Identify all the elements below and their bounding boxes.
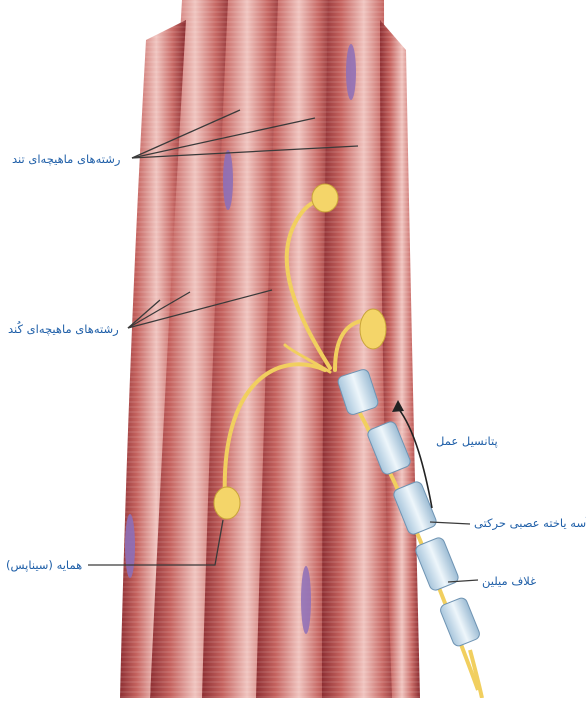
label-synapse: همایه (سیناپس)	[6, 558, 82, 572]
label-slow-fibers: رشته‌های ماهیچه‌ای کُند	[8, 322, 119, 336]
label-action-potential: پتانسیل عمل	[436, 434, 498, 448]
label-fast-fibers: رشته‌های ماهیچه‌ای تند	[12, 152, 120, 166]
myelin-segment	[439, 596, 481, 647]
label-myelin: غلاف میلین	[482, 574, 536, 588]
label-motor-axon: آسه یاخته عصبی حرکتی	[474, 516, 586, 530]
nucleus	[301, 566, 311, 634]
synaptic-terminal	[312, 184, 338, 212]
muscle-fibers	[110, 0, 430, 698]
nucleus	[223, 150, 233, 210]
nucleus	[125, 514, 135, 578]
synaptic-terminal	[360, 309, 386, 349]
nucleus	[346, 44, 356, 100]
synaptic-terminal	[214, 487, 240, 519]
